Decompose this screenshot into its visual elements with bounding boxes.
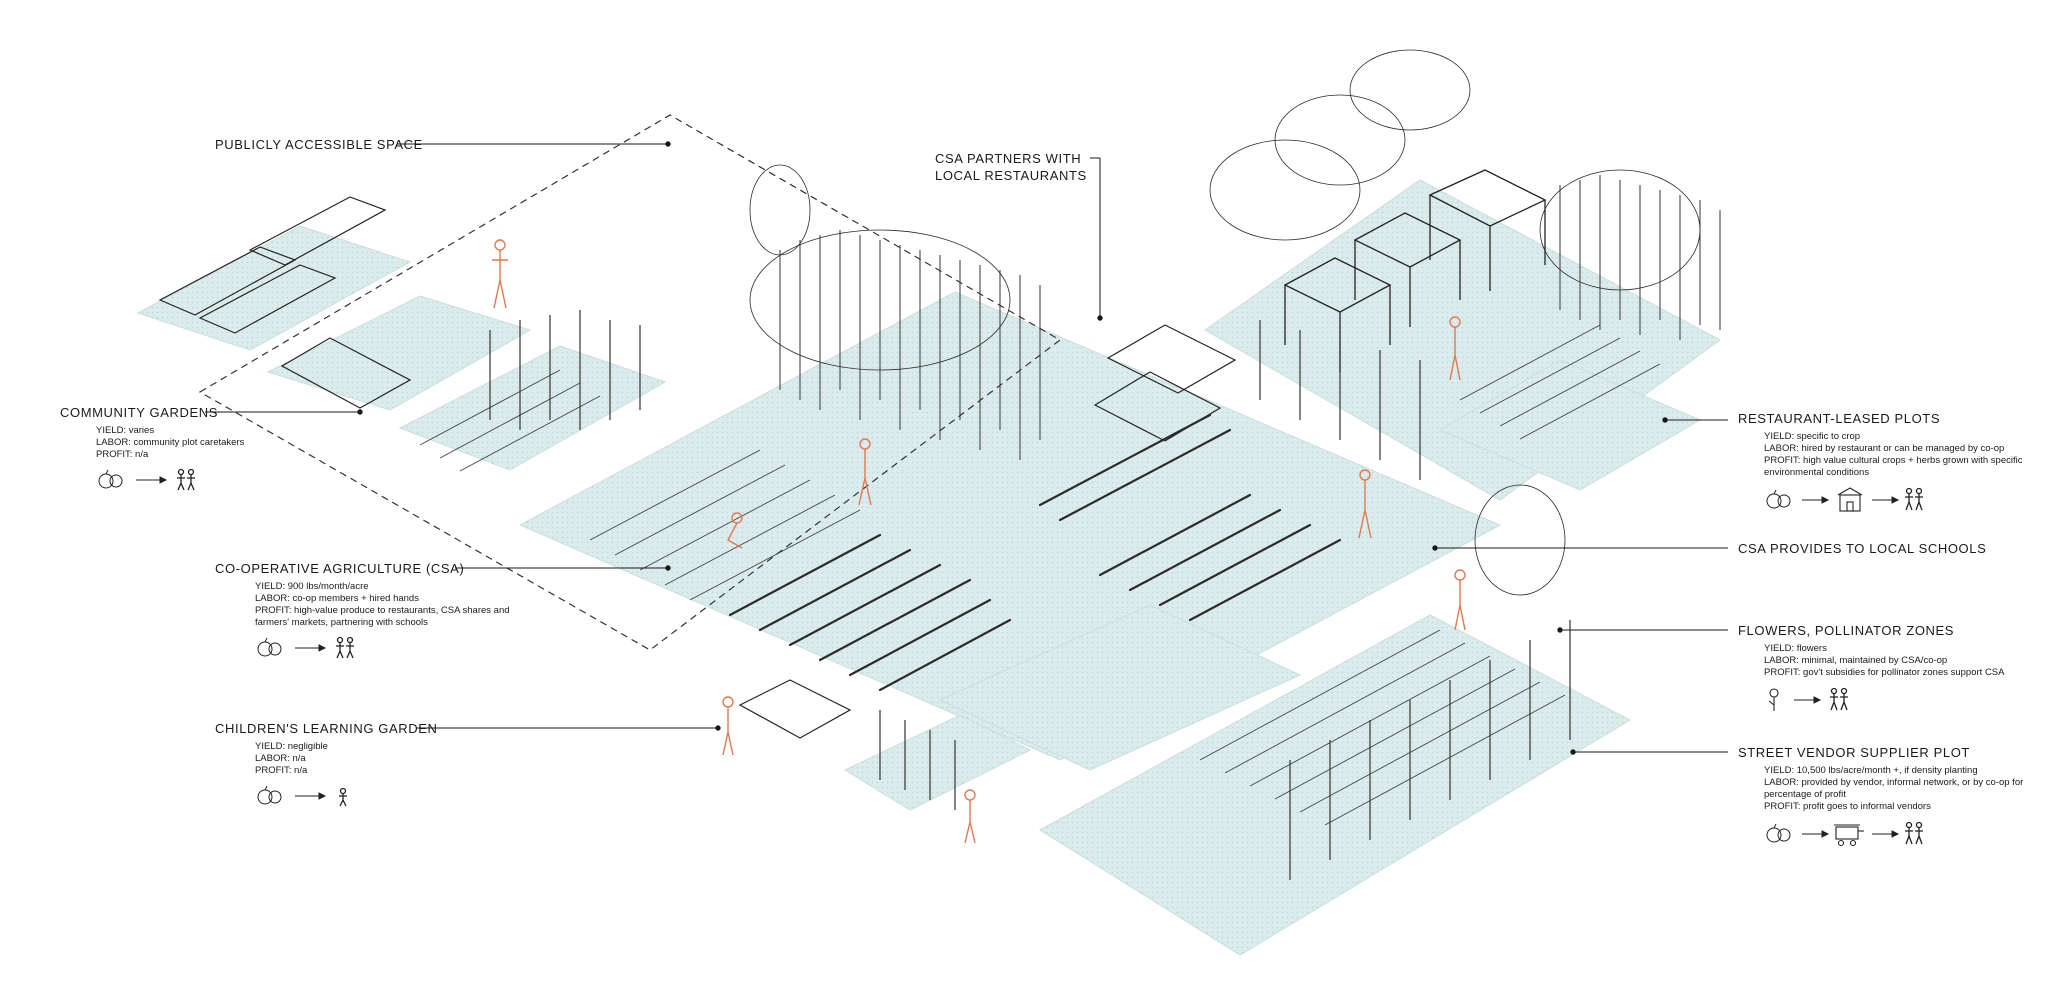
arrow-right-icon	[1794, 696, 1822, 704]
tall-crops	[779, 175, 1721, 460]
label-profit: PROFIT: n/a	[96, 449, 149, 460]
plot-coop-lower	[938, 604, 1302, 771]
leader-lines	[205, 141, 1728, 755]
label-yield: YIELD: 10,500 lbs/acre/month +, if densi…	[1764, 765, 1978, 776]
flow-diagram	[98, 468, 195, 491]
label-yield: YIELD: 900 lbs/month/acre	[255, 581, 369, 592]
label-title: PUBLICLY ACCESSIBLE SPACE	[215, 137, 423, 152]
child-icon	[339, 787, 347, 807]
flow-diagram	[1766, 821, 1923, 847]
people-icon	[1830, 687, 1848, 711]
produce-icon	[1766, 823, 1791, 843]
label-title: FLOWERS, POLLINATOR ZONES	[1738, 623, 1955, 638]
vendor-cart-icon	[1834, 824, 1864, 847]
label-csa-schools: CSA PROVIDES TO LOCAL SCHOOLS	[1738, 540, 1986, 557]
person-figure	[1358, 469, 1372, 539]
label-title-line2: LOCAL RESTAURANTS	[935, 168, 1087, 183]
flow-diagram	[257, 785, 347, 807]
arrow-right-icon	[295, 644, 327, 652]
person-figure	[727, 512, 743, 549]
produce-icon	[257, 785, 282, 805]
arrow-right-icon	[1802, 496, 1830, 504]
plot-coop-agriculture	[518, 291, 1502, 761]
label-yield: YIELD: specific to crop	[1764, 431, 1861, 442]
label-labor: LABOR: minimal, maintained by CSA/co-op	[1764, 655, 1948, 666]
label-labor: LABOR: provided by vendor, informal netw…	[1764, 777, 2024, 800]
label-labor: LABOR: community plot caretakers	[96, 437, 245, 448]
person-figure	[1454, 569, 1466, 631]
raised-beds	[158, 196, 1237, 739]
arrow-right-icon	[295, 792, 327, 800]
people-icon	[1905, 821, 1923, 845]
people-icon	[336, 636, 354, 659]
person-figure	[858, 438, 872, 506]
produce-icon	[1766, 489, 1791, 509]
label-childrens-garden: CHILDREN'S LEARNING GARDEN YIELD: neglig…	[215, 720, 438, 807]
bare-trees	[489, 310, 1571, 880]
produce-icon	[98, 469, 123, 489]
people-figures	[492, 239, 1466, 844]
arrow-right-icon	[1872, 830, 1900, 838]
label-profit: PROFIT: n/a	[255, 765, 308, 776]
label-profit: PROFIT: high value cultural crops + herb…	[1764, 455, 2023, 478]
label-title: CO-OPERATIVE AGRICULTURE (CSA)	[215, 561, 465, 576]
label-labor: LABOR: n/a	[255, 753, 306, 764]
label-restaurant-plots: RESTAURANT-LEASED PLOTS YIELD: specific …	[1738, 410, 2038, 512]
person-figure	[964, 789, 976, 844]
label-title: CHILDREN'S LEARNING GARDEN	[215, 721, 438, 736]
plot-street-vendor	[1039, 614, 1632, 956]
label-yield: YIELD: flowers	[1764, 643, 1827, 654]
label-labor: LABOR: co-op members + hired hands	[255, 593, 419, 604]
arrow-right-icon	[136, 476, 168, 484]
plot-children-trees	[843, 714, 1032, 811]
person-figure	[722, 696, 734, 756]
foliage	[749, 49, 1701, 596]
public-space-boundary	[198, 114, 1062, 651]
flower-icon	[1768, 688, 1779, 711]
label-street-vendor: STREET VENDOR SUPPLIER PLOT YIELD: 10,50…	[1738, 744, 2038, 847]
label-title: STREET VENDOR SUPPLIER PLOT	[1738, 745, 1970, 760]
crop-rows	[728, 413, 1342, 692]
label-title-line1: CSA PARTNERS WITH	[935, 151, 1082, 166]
restaurant-icon	[1837, 487, 1863, 512]
plot-community-gardens-b	[266, 295, 532, 411]
label-title: CSA PROVIDES TO LOCAL SCHOOLS	[1738, 541, 1987, 556]
arrow-right-icon	[1802, 830, 1830, 838]
label-coop-agriculture: CO-OPERATIVE AGRICULTURE (CSA) YIELD: 90…	[215, 560, 535, 659]
people-icon	[1905, 487, 1923, 511]
arrow-right-icon	[1872, 496, 1900, 504]
flow-diagram	[257, 636, 354, 659]
flow-diagram	[1766, 487, 1923, 512]
label-csa-restaurants: CSA PARTNERS WITH LOCAL RESTAURANTS	[935, 150, 1087, 184]
label-profit: PROFIT: gov't subsidies for pollinator z…	[1764, 667, 2005, 678]
label-yield: YIELD: varies	[96, 425, 155, 436]
ground-plots	[136, 179, 1721, 956]
label-title: COMMUNITY GARDENS	[60, 405, 219, 420]
label-title: RESTAURANT-LEASED PLOTS	[1738, 411, 1941, 426]
produce-icon	[257, 637, 282, 657]
people-icon	[177, 468, 195, 491]
label-public-space: PUBLICLY ACCESSIBLE SPACE	[215, 136, 423, 153]
label-profit: PROFIT: high-value produce to restaurant…	[255, 605, 510, 628]
label-profit: PROFIT: profit goes to informal vendors	[1764, 801, 1931, 812]
person-figure	[1449, 316, 1461, 381]
label-yield: YIELD: negligible	[255, 741, 328, 752]
label-community-gardens: COMMUNITY GARDENS YIELD: varies LABOR: c…	[60, 404, 244, 491]
label-flowers-pollinators: FLOWERS, POLLINATOR ZONES YIELD: flowers…	[1738, 622, 2038, 711]
person-figure	[492, 239, 508, 309]
flow-diagram	[1768, 687, 1848, 711]
label-labor: LABOR: hired by restaurant or can be man…	[1764, 443, 2005, 454]
